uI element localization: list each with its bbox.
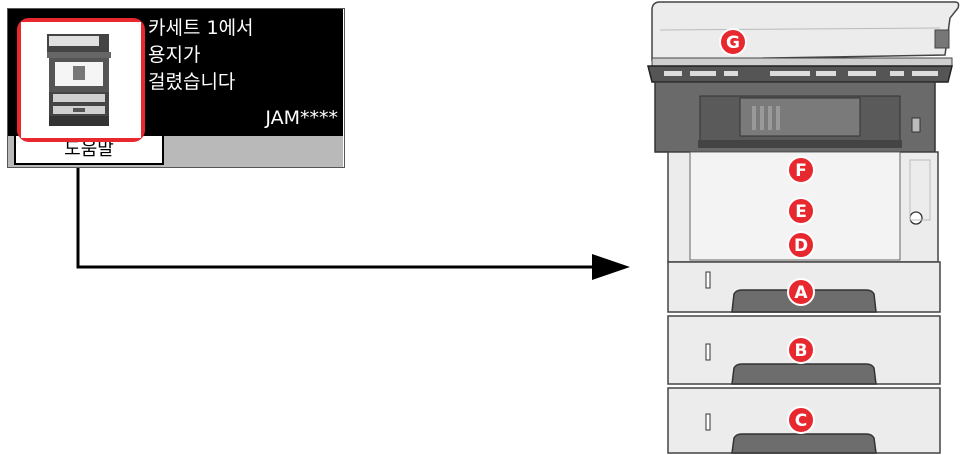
marker-e: E [787,197,815,225]
marker-f: F [787,156,815,184]
printer-icon-highlight[interactable] [17,18,145,142]
marker-label: E [795,202,807,222]
multifunction-printer-icon [21,22,141,138]
control-panel: 카세트 1에서 용지가 걸렸습니다 JAM**** 도움말 [7,8,345,168]
marker-label: B [795,341,808,361]
jam-message-line-3: 걸렸습니다 [148,71,236,93]
jam-message-line-2: 용지가 [148,44,201,66]
marker-g: G [719,28,747,56]
error-code: JAM**** [265,107,338,129]
marker-label: G [726,33,740,53]
marker-label: F [795,161,807,181]
jam-message-line-1: 카세트 1에서 [148,17,254,39]
jam-message: 카세트 1에서 용지가 걸렸습니다 [148,15,338,96]
arrow-right-icon [592,254,630,280]
marker-label: C [795,411,807,431]
marker-d: D [787,231,815,259]
marker-b: B [787,336,815,364]
marker-a: A [787,278,815,306]
marker-label: A [794,283,808,303]
marker-label: D [794,236,808,256]
marker-c: C [787,406,815,434]
